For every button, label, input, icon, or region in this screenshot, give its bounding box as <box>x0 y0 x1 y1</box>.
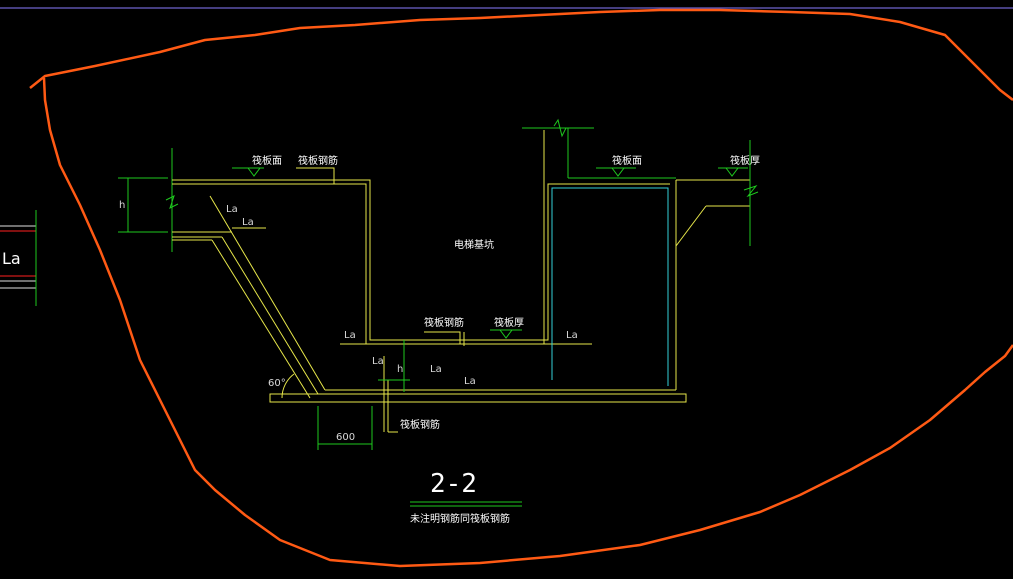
angle-label: 60° <box>268 378 286 389</box>
la-label-bottom-1: La <box>372 356 384 367</box>
pit-outline <box>172 130 750 433</box>
note-top-4: 筏板厚 <box>730 154 760 167</box>
note-top-1: 筏板面 <box>252 154 282 167</box>
left-h-dimension: h <box>118 148 179 252</box>
note-mid-1: 筏板钢筋 <box>424 316 464 329</box>
inner-pit-box <box>551 187 669 386</box>
la-label-top-2: La <box>242 217 254 228</box>
right-dimensions <box>378 118 759 392</box>
h-label-bottom: h <box>397 364 403 375</box>
section-title: 2-2 <box>430 469 477 499</box>
note-top-2: 筏板钢筋 <box>298 154 338 167</box>
la-label-bottom-2: La <box>430 364 442 375</box>
angle-arc <box>281 373 295 399</box>
left-partial-detail: La <box>0 210 37 306</box>
note-top-3: 筏板面 <box>612 154 642 167</box>
left-la-label: La <box>2 249 21 268</box>
la-label-top-1: La <box>226 204 238 215</box>
note-mid-2: 筏板厚 <box>494 316 524 329</box>
h-label-left: h <box>119 200 125 211</box>
la-label-bottom-3: La <box>464 376 476 387</box>
note-bottom: 筏板钢筋 <box>400 418 440 431</box>
la-label-mid-right: La <box>566 330 578 341</box>
note-center: 电梯基坑 <box>454 238 494 251</box>
dim-600-label: 600 <box>336 432 355 443</box>
la-label-mid-left: La <box>344 330 356 341</box>
section-caption: 未注明钢筋同筏板钢筋 <box>410 512 510 525</box>
level-markers <box>232 167 748 339</box>
markup-cloud <box>29 8 1013 568</box>
dim-600: 600 <box>317 406 373 450</box>
